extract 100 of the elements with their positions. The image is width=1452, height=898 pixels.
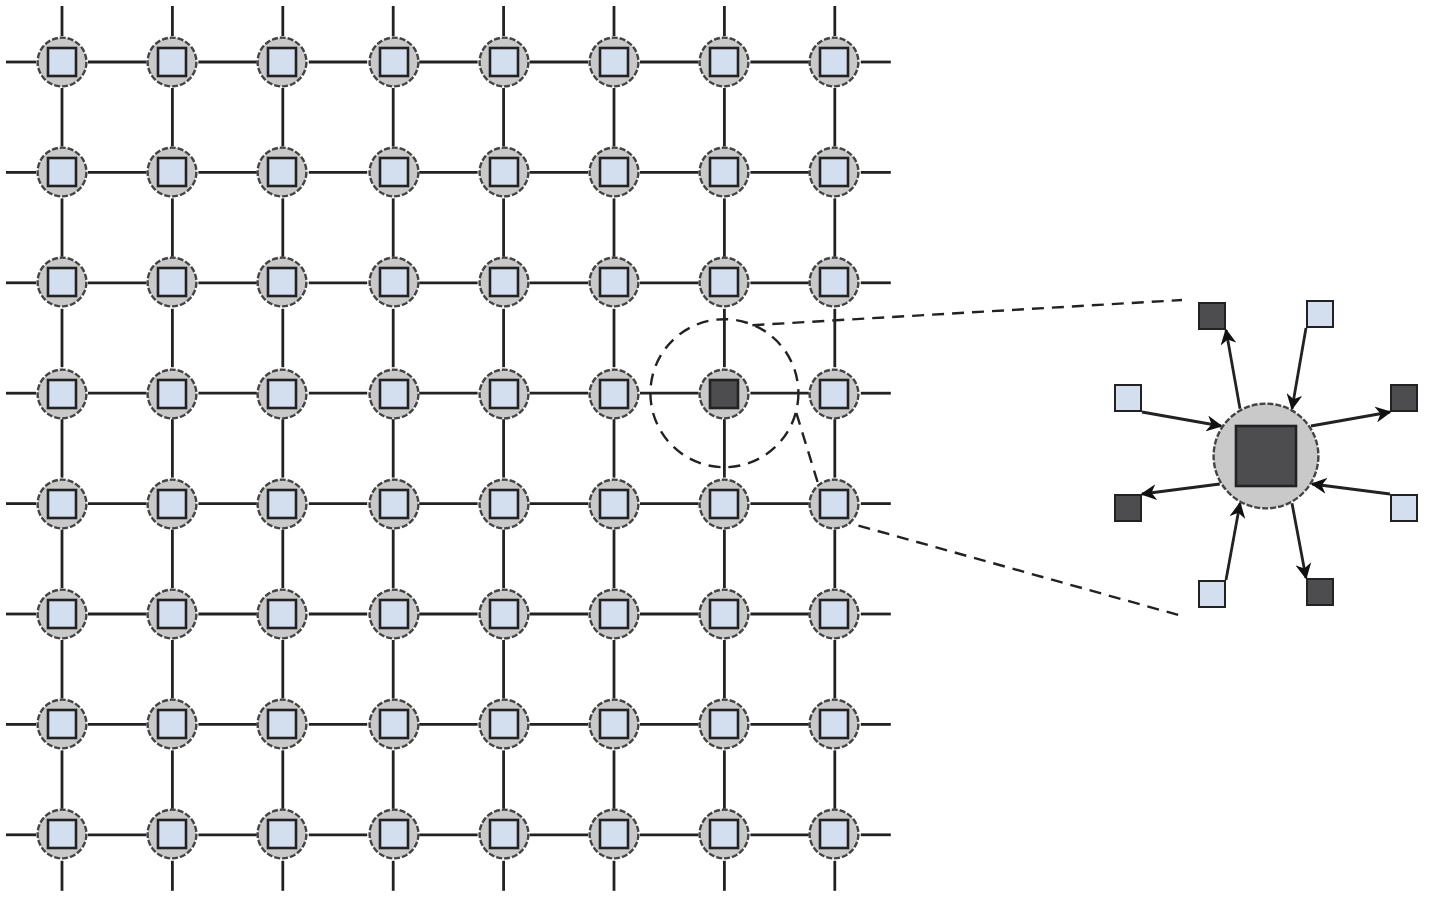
connection-line: [612, 88, 616, 147]
connection-line: [60, 308, 64, 368]
network-node: [698, 477, 751, 530]
connection-line: [750, 833, 809, 837]
network-node: [36, 698, 88, 751]
connection-line: [502, 750, 505, 809]
connection-line: [198, 502, 257, 505]
network-node: [588, 146, 640, 199]
network-node: [36, 256, 88, 309]
connection-line: [750, 723, 809, 726]
connection-line: [529, 391, 588, 395]
connection-line: [502, 640, 505, 699]
connection-line: [750, 171, 809, 174]
arrow: [1140, 482, 1220, 501]
connection-line: [502, 88, 505, 147]
connection-line: [171, 529, 174, 588]
connection-line: [612, 6, 616, 36]
network-node: [588, 698, 640, 751]
connection-line: [88, 171, 147, 174]
network-node: [808, 698, 861, 751]
connection-line: [391, 419, 395, 478]
connection-line: [198, 391, 257, 395]
connection-line: [6, 171, 36, 174]
connection-line: [640, 391, 699, 395]
connection-line: [640, 723, 699, 726]
connection-line: [833, 419, 837, 478]
connection-line: [281, 640, 285, 699]
network-node: [36, 367, 88, 420]
arrow: [1141, 410, 1223, 432]
connection-line: [391, 860, 395, 891]
network-node: [256, 588, 309, 640]
connection-line: [171, 860, 174, 891]
connection-line: [750, 281, 809, 285]
connection-line: [833, 860, 837, 891]
network-node: [588, 256, 640, 309]
connection-line: [529, 502, 588, 505]
arrow: [1310, 477, 1391, 496]
network-node: [146, 367, 199, 420]
connection-line: [833, 529, 837, 588]
network-node: [36, 146, 88, 199]
connection-line: [308, 502, 368, 505]
network-node: [588, 367, 640, 420]
connection-line: [60, 198, 64, 257]
connection-line: [198, 723, 257, 726]
connection-line: [529, 281, 588, 285]
connection-line: [88, 502, 147, 505]
network-node: [477, 698, 530, 751]
connection-line: [391, 88, 395, 147]
network-node: [808, 146, 861, 199]
connection-line: [171, 640, 174, 699]
connection-line: [833, 88, 837, 147]
connection-line: [281, 88, 285, 147]
network-node: [256, 698, 309, 751]
connection-line: [502, 6, 505, 36]
connection-line: [60, 860, 64, 891]
connection-line: [612, 640, 616, 699]
connection-line: [612, 750, 616, 809]
connection-line: [60, 88, 64, 147]
connection-line: [60, 6, 64, 36]
arrow: [1290, 503, 1312, 580]
connection-line: [419, 281, 478, 285]
network-node: [588, 588, 640, 640]
connection-line: [860, 612, 891, 616]
network-node: [256, 477, 309, 530]
connection-line: [419, 833, 478, 837]
network-node: [146, 808, 199, 861]
connection-line: [750, 612, 809, 616]
connection-line: [171, 198, 174, 257]
network-node: [367, 477, 420, 530]
connection-line: [308, 833, 368, 837]
network-node: [477, 256, 530, 309]
connection-line: [860, 833, 891, 837]
data-square: [1306, 578, 1334, 606]
network-node: [698, 367, 751, 420]
network-node: [477, 146, 530, 199]
network-node: [808, 477, 861, 530]
data-square: [1198, 580, 1226, 608]
connection-line: [6, 502, 36, 505]
connection-line: [640, 171, 699, 174]
connection-line: [6, 723, 36, 726]
data-square: [1306, 300, 1334, 328]
network-node: [146, 36, 199, 88]
connection-line: [860, 391, 891, 395]
connection-line: [833, 308, 837, 368]
network-node: [698, 146, 751, 199]
network-node: [36, 36, 88, 88]
connection-line: [419, 723, 478, 726]
connection-line: [723, 308, 726, 368]
connection-line: [723, 198, 726, 257]
connection-line: [308, 612, 368, 616]
network-node: [698, 36, 751, 88]
connection-line: [171, 750, 174, 809]
network-node: [367, 588, 420, 640]
connection-line: [612, 860, 616, 891]
connection-line: [88, 612, 147, 616]
connection-line: [308, 171, 368, 174]
connection-line: [723, 88, 726, 147]
connection-line: [6, 60, 36, 64]
network-node: [588, 477, 640, 530]
connection-line: [502, 529, 505, 588]
